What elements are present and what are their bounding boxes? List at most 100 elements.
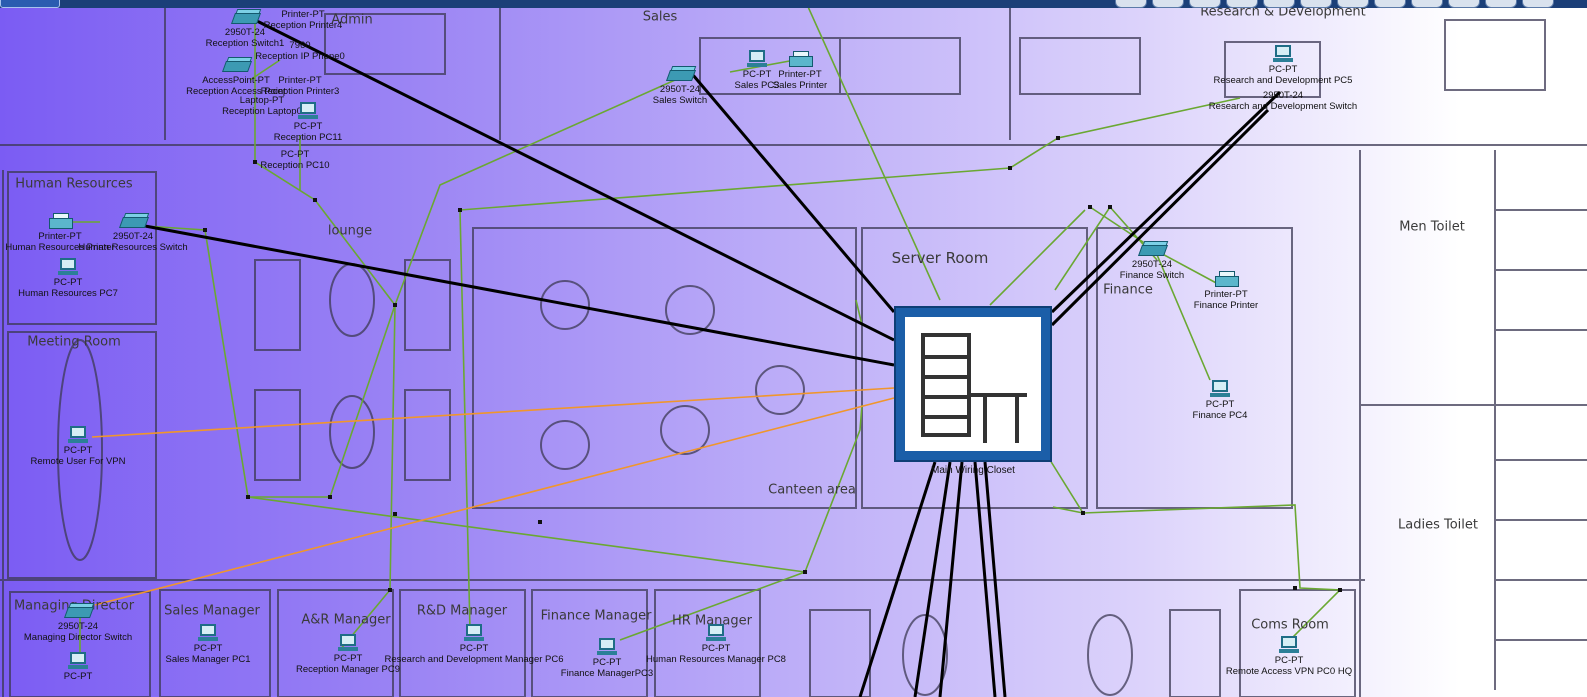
pc-icon — [1207, 380, 1233, 398]
device-name: Reception IP Phone0 — [255, 50, 345, 62]
pc-icon — [703, 624, 729, 642]
pc-icon — [594, 638, 620, 656]
device-name: Reception PC10 — [260, 159, 330, 171]
switch-icon — [63, 602, 95, 620]
toolbar-button[interactable] — [1485, 0, 1517, 8]
room-label-research: Research & Development — [1200, 4, 1366, 20]
device-name: Research and Development Switch — [1208, 100, 1358, 112]
device-name: Remote Access VPN PC0 HQ — [1225, 665, 1353, 677]
room-label-rd-manager: R&D Manager — [416, 603, 508, 619]
toolbar-button[interactable] — [1374, 0, 1406, 8]
switch-icon — [665, 65, 697, 83]
device-type: PC-PT — [280, 149, 310, 160]
device-type: 7960 — [289, 40, 311, 51]
toolbar-button[interactable] — [1300, 0, 1332, 8]
pc-icon — [1276, 636, 1302, 654]
room-label-server-room: Server Room — [891, 249, 989, 267]
device-name: Reception Laptop0 — [222, 105, 302, 117]
toolbar-button[interactable] — [1226, 0, 1258, 8]
printer-icon — [47, 212, 73, 230]
device-name: Finance Printer — [1193, 299, 1259, 311]
device-type: PC-PT — [193, 643, 223, 654]
device-type: AccessPoint-PT — [202, 75, 270, 86]
device-name: Sales Switch — [652, 94, 708, 106]
device-name: Sales PC3 — [734, 79, 780, 91]
device-type: PC-PT — [53, 277, 83, 288]
device-name: Reception PC11 — [273, 131, 343, 143]
device-name: Reception Printer4 — [263, 19, 343, 31]
device-type: Printer-PT — [38, 231, 82, 242]
device-type: PC-PT — [1274, 655, 1304, 666]
pc-icon — [461, 624, 487, 642]
room-label-coms-room: Coms Room — [1251, 617, 1329, 633]
device-type: 2950T-24 — [57, 621, 99, 632]
device-name: Research and Development Manager PC6 — [384, 653, 564, 665]
toolbar-left-button[interactable] — [0, 0, 60, 8]
device-type: Printer-PT — [1204, 289, 1248, 300]
pc-icon — [744, 50, 770, 68]
room-label-hr-manager: HR Manager — [672, 613, 752, 629]
printer-icon — [787, 50, 813, 68]
toolbar-button[interactable] — [1448, 0, 1480, 8]
device-type: 2950T-24 — [1262, 90, 1304, 101]
device-name: Reception Access Point — [186, 85, 286, 97]
toolbar-button[interactable] — [1152, 0, 1184, 8]
main-wiring-closet[interactable] — [894, 306, 1052, 462]
toolbar-button[interactable] — [1263, 0, 1295, 8]
room-label-men-toilet: Men Toilet — [1399, 219, 1465, 235]
device-name: Research and Development PC5 — [1213, 74, 1353, 86]
device-type: PC-PT — [333, 653, 363, 664]
device-type: PC-PT — [293, 121, 323, 132]
pc-icon — [295, 102, 321, 120]
access-point-icon — [221, 56, 253, 74]
toolbar-button[interactable] — [1411, 0, 1443, 8]
room-label-finance: Finance — [1103, 282, 1153, 298]
device-type: Printer-PT — [278, 75, 322, 86]
switch-icon — [118, 212, 150, 230]
device-name: Sales Printer — [772, 79, 828, 91]
md-pc[interactable]: PC-PT — [64, 652, 92, 682]
toolbar-button[interactable] — [1189, 0, 1221, 8]
room-label-canteen: Canteen area — [768, 482, 856, 498]
device-name: Reception Manager PC9 — [295, 663, 401, 675]
toolbar-button[interactable] — [1522, 0, 1554, 8]
device-name: Human Resources PC7 — [18, 287, 118, 299]
device-type: PC-PT — [63, 445, 93, 456]
room-label-ar-manager: A&R Manager — [301, 612, 391, 628]
toolbar-button[interactable] — [1115, 0, 1147, 8]
device-type: PC-PT — [1268, 64, 1298, 75]
toolbar-button[interactable] — [1337, 0, 1369, 8]
main-wiring-closet-label: Main Wiring Closet — [931, 465, 1015, 476]
room-label-ladies-toilet: Ladies Toilet — [1398, 517, 1478, 533]
device-name: Finance PC4 — [1192, 409, 1248, 421]
switch-icon — [1137, 240, 1169, 258]
